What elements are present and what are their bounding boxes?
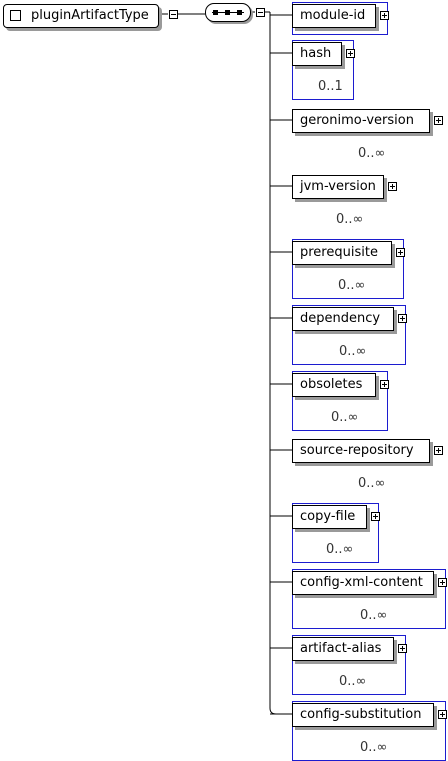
collapse-icon[interactable] — [256, 8, 265, 17]
sequence-compositor[interactable] — [205, 3, 251, 22]
element-box-hash[interactable]: hash — [292, 42, 342, 66]
element-label: obsoletes — [300, 377, 363, 392]
expand-icon[interactable] — [434, 446, 443, 455]
element-box-obsoletes[interactable]: obsoletes — [292, 373, 376, 397]
occurrence-label: 0..∞ — [331, 410, 359, 425]
element-group-border — [292, 503, 379, 563]
expand-icon[interactable] — [346, 49, 355, 58]
element-box-artifact-alias[interactable]: artifact-alias — [292, 637, 394, 661]
element-box-module-id[interactable]: module-id — [292, 4, 376, 28]
element-box-config-substitution[interactable]: config-substitution — [292, 703, 434, 727]
occurrence-label: 0..∞ — [358, 476, 386, 491]
element-label: config-xml-content — [300, 575, 423, 590]
element-label: prerequisite — [300, 245, 378, 260]
element-group-border — [292, 305, 406, 365]
expand-icon[interactable] — [438, 710, 447, 719]
element-group-border — [292, 40, 354, 100]
element-box-config-xml-content[interactable]: config-xml-content — [292, 571, 434, 595]
expand-icon[interactable] — [380, 11, 389, 20]
element-group-border — [292, 635, 406, 695]
element-label: artifact-alias — [300, 641, 382, 656]
expand-icon[interactable] — [371, 512, 380, 521]
root-element-label: pluginArtifactType — [31, 8, 149, 23]
occurrence-label: 0..∞ — [336, 212, 364, 227]
element-box-jvm-version[interactable]: jvm-version — [292, 175, 384, 199]
element-label: geronimo-version — [300, 113, 414, 128]
expand-icon[interactable] — [434, 116, 443, 125]
checkbox-icon — [10, 10, 21, 21]
occurrence-label: 0..∞ — [339, 674, 367, 689]
element-box-geronimo-version[interactable]: geronimo-version — [292, 109, 430, 133]
occurrence-label: 0..∞ — [358, 146, 386, 161]
occurrence-label: 0..1 — [318, 79, 343, 94]
element-box-dependency[interactable]: dependency — [292, 307, 394, 331]
element-group-border — [292, 239, 404, 299]
element-label: hash — [300, 46, 332, 61]
expand-icon[interactable] — [380, 380, 389, 389]
occurrence-label: 0..∞ — [360, 608, 388, 623]
element-label: config-substitution — [300, 707, 422, 722]
root-element-box[interactable]: pluginArtifactType — [3, 4, 159, 28]
element-label: module-id — [300, 8, 366, 23]
expand-icon[interactable] — [396, 248, 405, 257]
occurrence-label: 0..∞ — [339, 344, 367, 359]
element-label: copy-file — [300, 509, 356, 524]
element-group-border — [292, 569, 446, 629]
expand-icon[interactable] — [398, 644, 407, 653]
element-label: source-repository — [300, 443, 414, 458]
expand-icon[interactable] — [398, 314, 407, 323]
occurrence-label: 0..∞ — [360, 740, 388, 755]
element-box-source-repository[interactable]: source-repository — [292, 439, 430, 463]
occurrence-label: 0..∞ — [326, 542, 354, 557]
element-box-copy-file[interactable]: copy-file — [292, 505, 367, 529]
element-label: jvm-version — [300, 179, 376, 194]
expand-icon[interactable] — [438, 578, 447, 587]
collapse-icon[interactable] — [169, 10, 178, 19]
expand-icon[interactable] — [388, 182, 397, 191]
element-group-border — [292, 371, 388, 431]
element-label: dependency — [300, 311, 381, 326]
element-box-prerequisite[interactable]: prerequisite — [292, 241, 392, 265]
occurrence-label: 0..∞ — [338, 278, 366, 293]
